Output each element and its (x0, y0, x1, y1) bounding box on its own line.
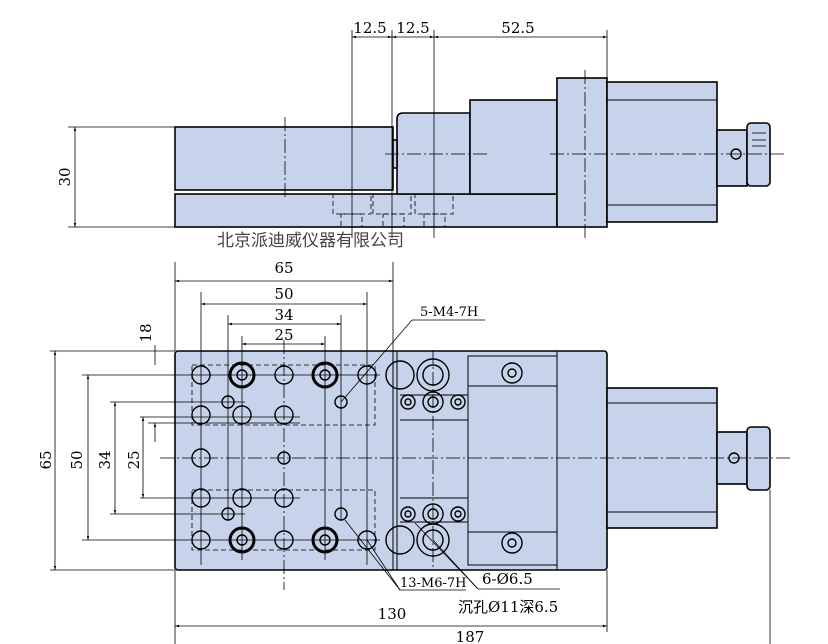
top-view: 65 50 34 25 65 50 34 25 18 5-M4-7H 13- (37, 259, 790, 644)
thru-hole-inner (454, 510, 462, 518)
thru-hole (422, 391, 444, 413)
thru-hole (400, 394, 416, 410)
carriage-block (396, 112, 471, 195)
dim-width-25: 25 (274, 326, 293, 344)
thru-hole (400, 506, 416, 522)
side-view: 12.5 12.5 52.5 30 (56, 19, 785, 238)
base-plate (174, 193, 558, 228)
thru-hole (450, 394, 466, 410)
stage-table (174, 350, 608, 571)
guide-hole-inner (507, 538, 517, 548)
thru-hole-inner (454, 398, 462, 406)
dim-height-25: 25 (125, 450, 143, 469)
dim-length-187: 187 (456, 628, 485, 644)
callout-thru-hole: 6-Ø6.5 (482, 570, 533, 588)
thru-hole-inner (427, 396, 439, 408)
dim-12-5-b: 12.5 (396, 19, 429, 37)
carriage-hole (422, 529, 444, 551)
dim-height-50: 50 (68, 450, 86, 469)
dim-height-30: 30 (56, 167, 74, 186)
motor-body (606, 81, 718, 223)
partial-hole (385, 525, 415, 555)
carriage-counterbore (416, 358, 450, 392)
callout-counterbore: 沉孔Ø11深6.5 (458, 598, 558, 616)
dim-height-34: 34 (96, 450, 114, 469)
thru-hole-inner (404, 510, 412, 518)
drive-block (469, 99, 558, 195)
dim-height-65: 65 (37, 450, 55, 469)
company-watermark: 北京派迪威仪器有限公司 (217, 231, 404, 251)
guide-hole (501, 362, 523, 384)
carriage-hole (422, 364, 444, 386)
dim-width-34: 34 (274, 306, 293, 324)
callout-m4: 5-M4-7H (420, 305, 478, 320)
thru-hole (450, 506, 466, 522)
guide-hole (501, 532, 523, 554)
dim-18: 18 (137, 323, 155, 342)
thru-hole (422, 503, 444, 525)
dim-width-50: 50 (274, 285, 293, 303)
thru-hole-inner (404, 398, 412, 406)
flange (556, 77, 608, 228)
guide-hole-inner (507, 368, 517, 378)
m4-hole (277, 451, 291, 465)
top-plate (174, 126, 394, 191)
knurled-knob-top (746, 426, 771, 491)
dim-length-130: 130 (378, 605, 407, 623)
thru-hole-inner (427, 508, 439, 520)
callout-m6: 13-M6-7H (400, 576, 467, 591)
dim-52-5: 52.5 (501, 19, 534, 37)
partial-hole (385, 360, 415, 390)
dim-width-65: 65 (274, 259, 293, 277)
dim-12-5-a: 12.5 (353, 19, 386, 37)
m6-hole (274, 405, 294, 425)
knurled-knob (746, 122, 771, 187)
